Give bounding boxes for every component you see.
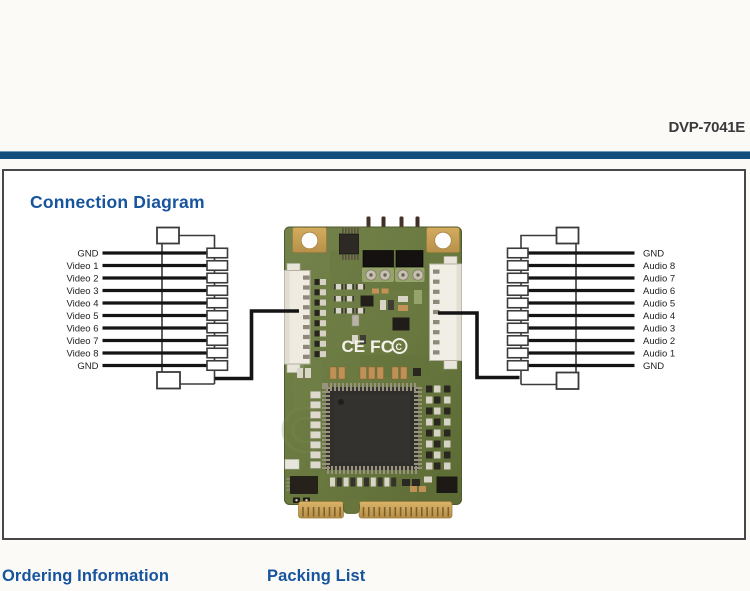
section-title-connection-diagram: Connection Diagram (30, 192, 205, 212)
left-cable-wire (215, 309, 299, 381)
pin-label: GND (643, 248, 664, 259)
pin-label: Video 6 (66, 323, 98, 334)
pin-label: Audio 3 (643, 323, 675, 334)
section-title-ordering-information: Ordering Information (2, 567, 169, 585)
edge-connector-fingers (298, 499, 453, 519)
fcc-mark: FC C (370, 337, 408, 357)
pin-label: Audio 4 (643, 311, 675, 322)
pin-label: GND (77, 248, 98, 259)
pcb-components: CE FC C (284, 279, 458, 503)
section-title-packing-list: Packing List (267, 567, 366, 585)
svg-text:CE: CE (342, 337, 366, 356)
pin-label: GND (643, 361, 664, 372)
header-rule (0, 151, 750, 159)
ce-mark: CE (342, 337, 366, 356)
pin-header-blocks (362, 250, 425, 282)
pin-label: GND (77, 361, 98, 372)
pin-label: Audio 8 (643, 261, 675, 272)
pin-label: Audio 1 (643, 348, 675, 359)
left-connector-schematic: GND Video 1 Video 2 Video 3 Video 4 Vide… (66, 226, 229, 390)
cable-wires (215, 309, 520, 381)
product-code: DVP-7041E (668, 119, 745, 136)
pcb-board: CE FC C (281, 216, 462, 519)
small-ic-bottom (286, 476, 318, 503)
pin-label: Audio 5 (643, 298, 675, 309)
small-ic-top (339, 228, 359, 260)
pin-label: Video 7 (66, 336, 98, 347)
mounting-hole-left (292, 227, 327, 253)
pin-label: Video 3 (66, 286, 98, 297)
pin-label: Video 5 (66, 311, 98, 322)
right-connector-schematic: GND Audio 8 Audio 7 Audio 6 Audio 5 Audi… (506, 226, 675, 390)
pin-label: Video 8 (66, 348, 98, 359)
svg-text:FC: FC (370, 337, 394, 357)
right-cable-wire (438, 311, 520, 380)
svg-text:C: C (396, 342, 403, 352)
pin-label: Audio 2 (643, 336, 675, 347)
pin-label: Audio 7 (643, 273, 675, 284)
pin-label: Video 4 (66, 298, 98, 309)
main-chip (322, 383, 422, 474)
video-wafer-connector (284, 263, 311, 373)
mounting-hole-right (426, 227, 460, 253)
pin-label: Video 2 (66, 273, 98, 284)
pin-label: Video 1 (66, 261, 98, 272)
pin-label: Audio 6 (643, 286, 675, 297)
board-sticker (284, 459, 300, 470)
